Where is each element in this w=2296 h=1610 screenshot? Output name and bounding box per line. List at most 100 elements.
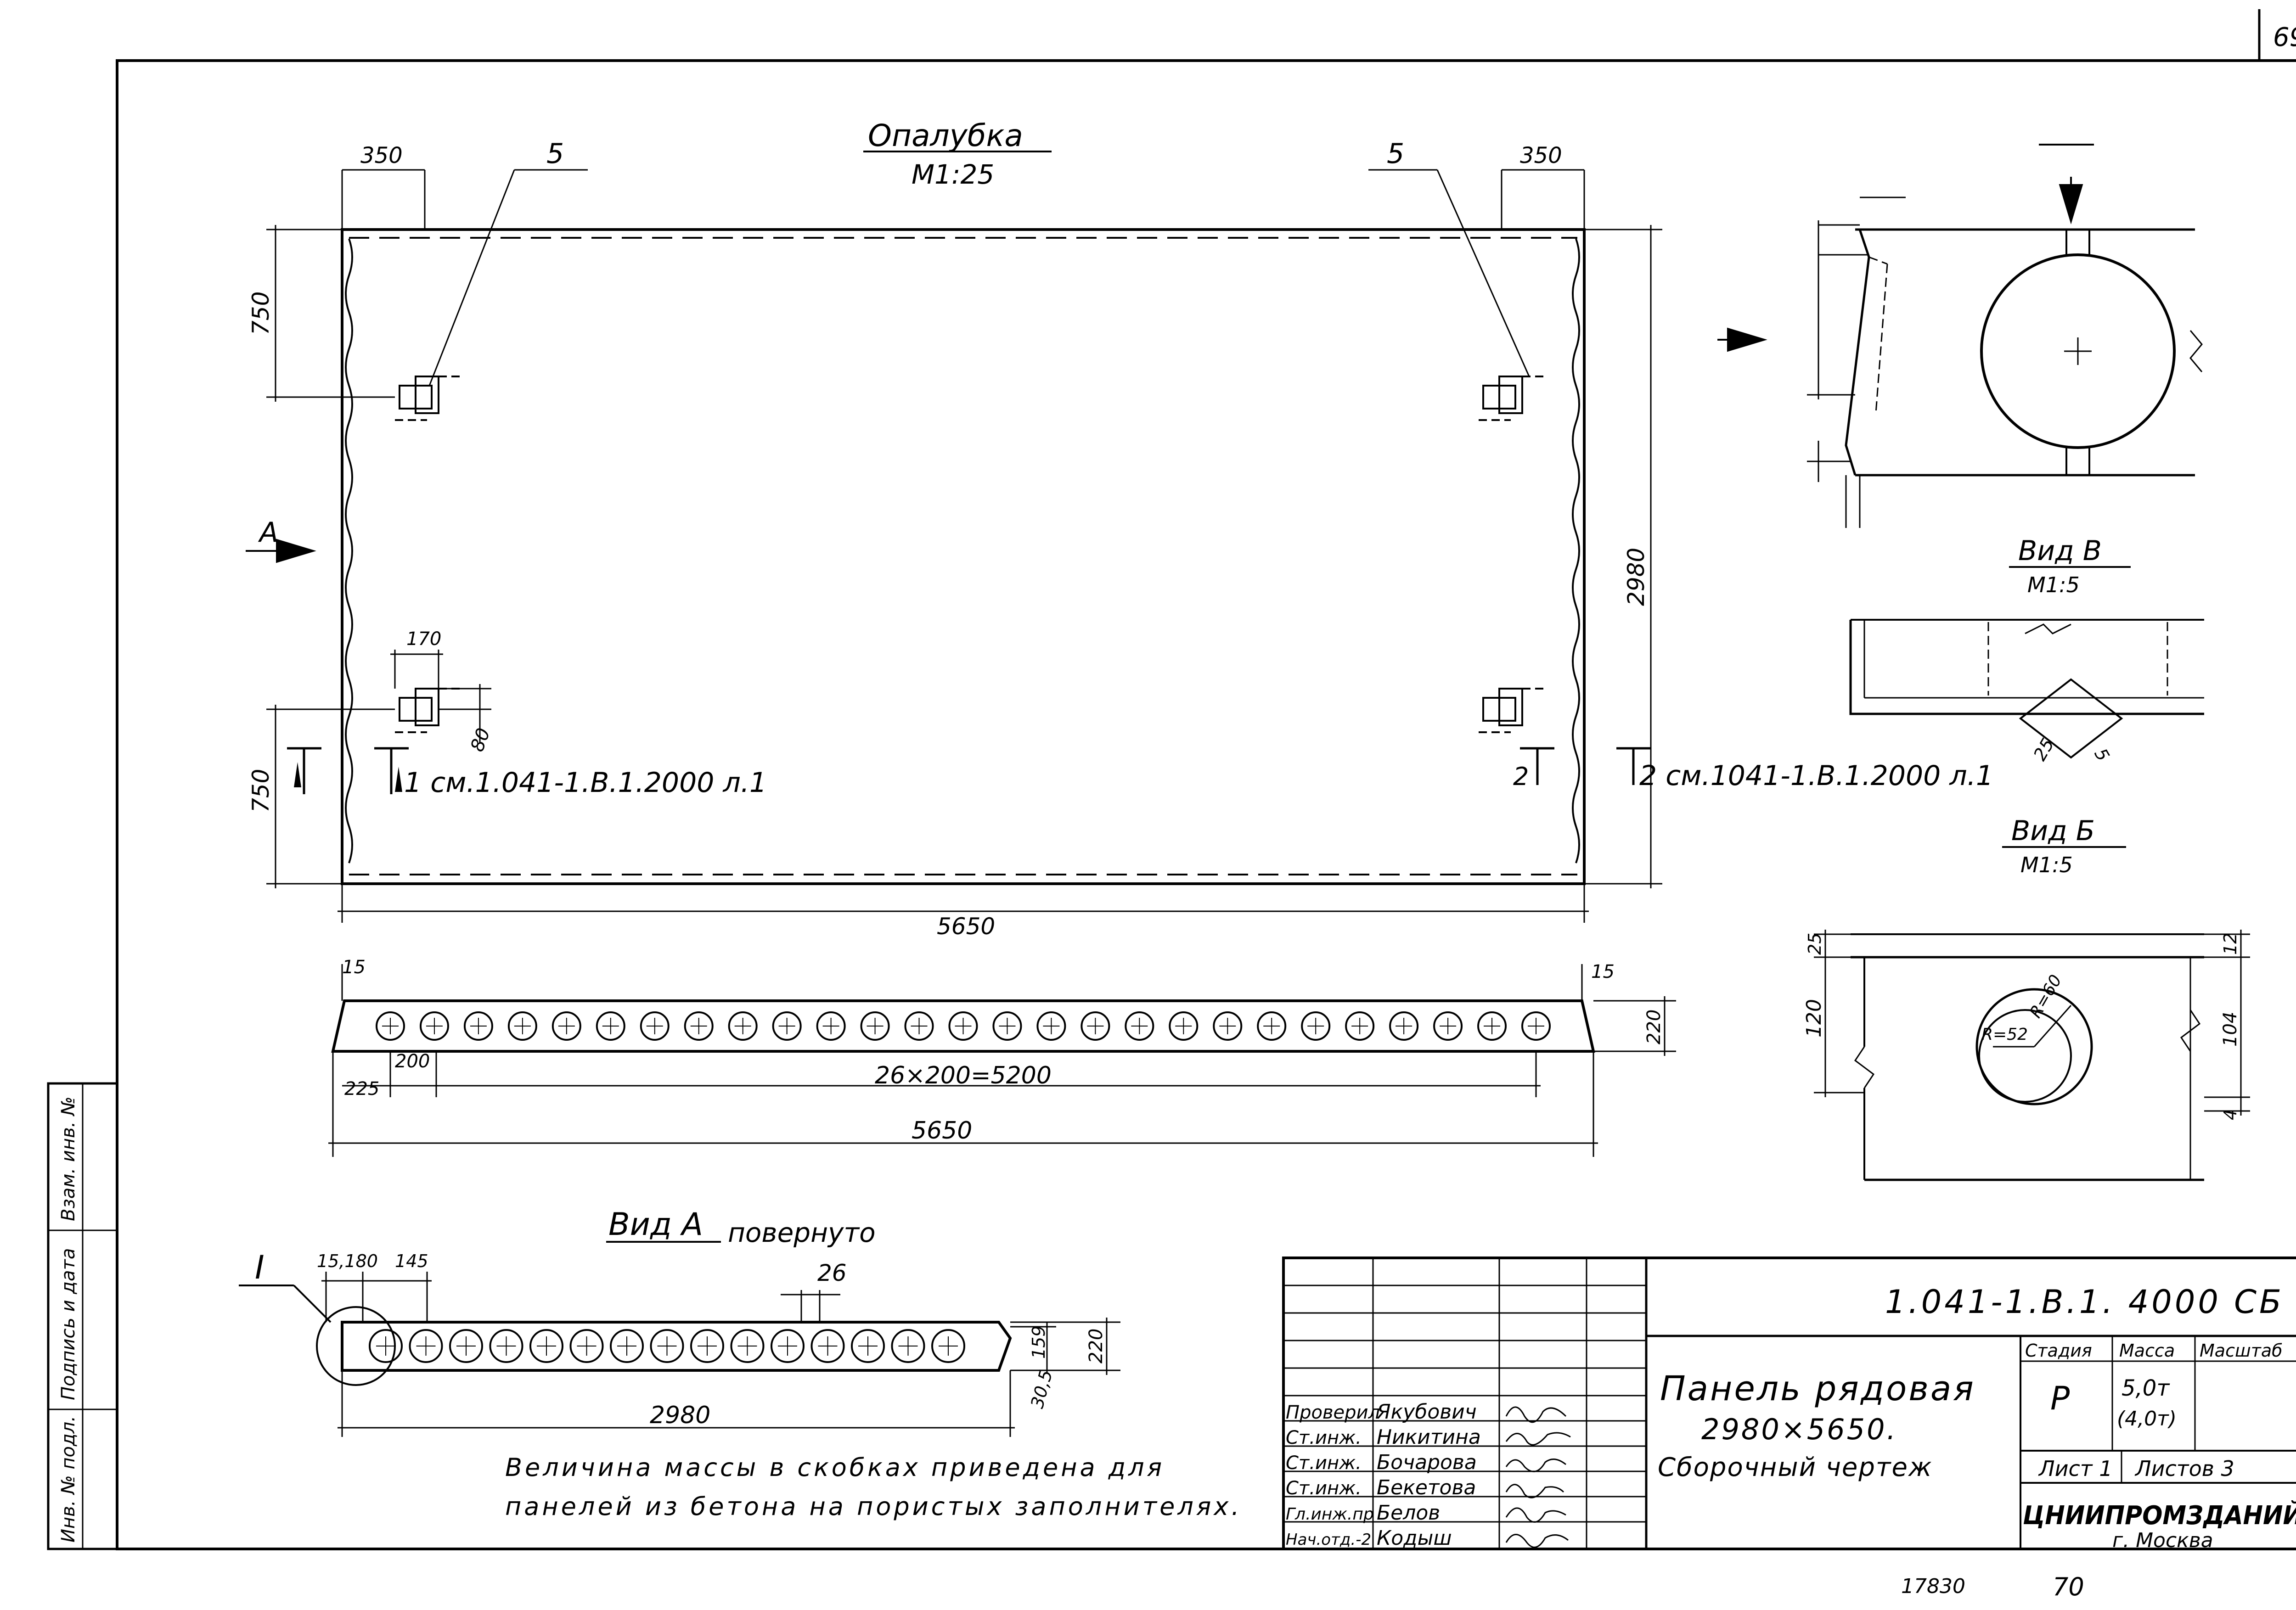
- view-v-title: Вид В: [2018, 535, 2102, 567]
- dim-350-right: 350: [1520, 143, 1562, 168]
- scale-header: Масштаб: [2200, 1341, 2283, 1361]
- side-view-hole-cross: [426, 1018, 443, 1034]
- view-b-hole-outer: [1975, 988, 2093, 1105]
- role-0: Проверил: [1286, 1402, 1380, 1423]
- note-line-1: Величина массы в скобках приведена для: [505, 1453, 1165, 1482]
- side-view-hole-cross: [1263, 1018, 1280, 1034]
- side-view-hole-cross: [1175, 1018, 1192, 1034]
- left-wavy-edge: [345, 238, 353, 864]
- view-a-dim-30-5: 30,5: [1027, 1368, 1056, 1410]
- view-a-outline: [341, 1321, 1012, 1372]
- view-b-dim-12: 12: [2220, 933, 2240, 955]
- side-view-hole-cross: [999, 1018, 1016, 1034]
- sheets-label: Листов 3: [2134, 1456, 2234, 1481]
- view-v-outline: [1849, 620, 2204, 715]
- view-v: Вид В М1:5 25 5: [1849, 535, 2204, 764]
- view-a-hole-cross: [818, 1336, 838, 1356]
- side-view-hole-cross: [1484, 1018, 1501, 1034]
- role-1: Ст.инж.: [1286, 1427, 1362, 1448]
- side-view-hole-cross: [822, 1018, 839, 1034]
- name-line-2: 2980×5650.: [1701, 1413, 1897, 1446]
- side-view-hole: [419, 1011, 449, 1041]
- view-b-title: Вид Б: [2011, 815, 2095, 847]
- view-a-hole: [771, 1329, 805, 1363]
- side-view-hole-cross: [1396, 1018, 1412, 1034]
- side-view-hole: [992, 1011, 1022, 1041]
- side-view-hole: [904, 1011, 934, 1041]
- side-view: 15 15 220 225 200 26×200=5200 5650: [328, 957, 1676, 1157]
- dim-750-bottom: 750: [248, 769, 274, 813]
- view-a: Вид А повернуто I 15,180 145 26 159 220 …: [239, 1206, 1120, 1437]
- view-a-callout-i: I: [255, 1249, 264, 1286]
- side-dim-5650: 5650: [912, 1117, 972, 1144]
- view-a-hole: [369, 1329, 403, 1363]
- view-a-dim-15-180: 15,180: [317, 1251, 378, 1271]
- side-view-hole: [463, 1011, 493, 1041]
- view-a-hole: [529, 1329, 563, 1363]
- detail-i-profile: [1845, 229, 1870, 476]
- side-view-hole: [1301, 1011, 1331, 1041]
- detail-i-callout-circle: [316, 1306, 396, 1386]
- dim-80: 80: [467, 725, 495, 755]
- section-2-marks: [1520, 747, 1651, 785]
- view-a-holes: [369, 1329, 965, 1363]
- view-a-hole-cross: [778, 1336, 797, 1356]
- mass-value: 5,0т: [2122, 1375, 2170, 1401]
- lifting-loop-bottom-right: [1479, 688, 1548, 733]
- mass-alt-value: (4,0т): [2117, 1407, 2177, 1430]
- note-line-2: панелей из бетона на пористых заполнител…: [505, 1492, 1242, 1521]
- dim-2980-right: 2980: [1623, 548, 1649, 606]
- side-view-hole: [772, 1011, 802, 1041]
- view-b-dim-25: 25: [1805, 933, 1825, 955]
- dim-750-top: 750: [248, 292, 274, 335]
- side-view-hole-cross: [778, 1018, 795, 1034]
- view-a-marker: А: [258, 516, 278, 549]
- surname-2: Бочарова: [1377, 1451, 1477, 1474]
- lifting-loop-top-left: [395, 376, 464, 421]
- view-a-hole-cross: [416, 1336, 436, 1356]
- side-view-hole: [640, 1011, 670, 1041]
- view-a-hole: [569, 1329, 604, 1363]
- side-view-hole: [551, 1011, 581, 1041]
- side-view-hole: [816, 1011, 846, 1041]
- dim-170: 170: [406, 628, 441, 650]
- view-b-dim-4: 4: [2220, 1109, 2240, 1120]
- side-view-hole: [376, 1011, 405, 1041]
- surname-3: Бекетова: [1377, 1476, 1476, 1499]
- detail-i: [1717, 144, 2203, 528]
- sheet-label: Лист 1: [2038, 1456, 2112, 1481]
- side-view-hole-cross: [558, 1018, 575, 1034]
- detail-i-hole: [1980, 253, 2176, 449]
- view-a-hole-cross: [496, 1336, 516, 1356]
- view-a-hole-cross: [376, 1336, 395, 1356]
- side-view-hole: [1433, 1011, 1463, 1041]
- view-a-hole: [409, 1329, 443, 1363]
- mass-note: Величина массы в скобках приведена для п…: [505, 1453, 1242, 1521]
- view-a-hole: [810, 1329, 845, 1363]
- side-pitch-label: 26×200=5200: [875, 1062, 1052, 1089]
- callout-5-left: 5: [546, 138, 564, 170]
- dim-350-left: 350: [360, 143, 403, 168]
- footer-left-number: 17830: [1901, 1575, 1965, 1598]
- side-view-hole-cross: [1219, 1018, 1236, 1034]
- surname-5: Кодыш: [1377, 1526, 1452, 1550]
- view-a-hole: [851, 1329, 885, 1363]
- dim-5650-plan: 5650: [937, 913, 995, 940]
- view-a-dim-26: 26: [817, 1260, 847, 1286]
- view-a-dim-2980: 2980: [650, 1402, 710, 1429]
- view-b-dim-104: 104: [2220, 1012, 2241, 1047]
- view-a-hole: [891, 1329, 925, 1363]
- name-line-3: Сборочный чертеж: [1658, 1453, 1932, 1482]
- view-a-dim-220: 220: [1086, 1329, 1107, 1363]
- side-view-hole: [1345, 1011, 1375, 1041]
- panel-outline: [341, 228, 1586, 885]
- side-view-hole: [507, 1011, 537, 1041]
- view-a-hole-cross: [577, 1336, 597, 1356]
- side-view-hole-cross: [690, 1018, 707, 1034]
- side-view-hole: [1036, 1011, 1066, 1041]
- stage-header: Стадия: [2025, 1341, 2092, 1361]
- surname-4: Белов: [1377, 1501, 1440, 1525]
- view-a-hole-cross: [898, 1336, 918, 1356]
- view-b-hole-inner: [1978, 1009, 2072, 1103]
